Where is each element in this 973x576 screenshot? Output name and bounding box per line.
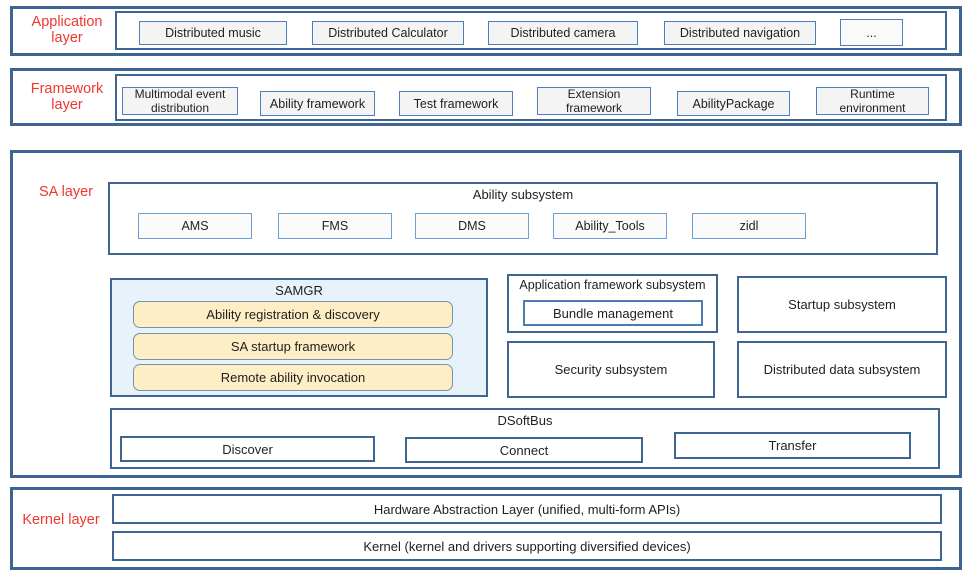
app-box-distributed-calculator: Distributed Calculator: [312, 21, 464, 45]
dsoftbus-box-transfer: Transfer: [674, 432, 911, 459]
kernel-layer-label: Kernel layer: [22, 512, 100, 528]
samgr-title: SAMGR: [275, 283, 323, 298]
samgr-frame: SAMGR Ability registration & discovery S…: [110, 278, 488, 397]
framework-inner-frame: Multimodal event distribution Ability fr…: [115, 74, 947, 121]
application-layer-label: Application layer: [31, 14, 103, 46]
samgr-box-remote-ability-invocation: Remote ability invocation: [133, 364, 453, 391]
framework-layer-label: Framework layer: [30, 81, 104, 113]
fw-box-multimodal-event-distribution: Multimodal event distribution: [122, 87, 238, 115]
app-box-distributed-music: Distributed music: [139, 21, 287, 45]
sa-box-zidl: zidl: [692, 213, 806, 239]
samgr-box-ability-registration-discovery: Ability registration & discovery: [133, 301, 453, 328]
sa-layer-label: SA layer: [39, 184, 93, 200]
sa-box-ams: AMS: [138, 213, 252, 239]
fw-box-extension-framework: Extension framework: [537, 87, 651, 115]
dsoftbus-title: DSoftBus: [497, 413, 553, 428]
kernel-layer: Kernel layer Hardware Abstraction Layer …: [10, 487, 962, 570]
fw-box-runtime-environment: Runtime environment: [816, 87, 929, 115]
sa-layer: SA layer Ability subsystem AMS FMS DMS A…: [10, 150, 962, 478]
sa-box-bundle-management: Bundle management: [523, 300, 703, 326]
fw-box-test-framework: Test framework: [399, 91, 513, 116]
dsoftbus-box-connect: Connect: [405, 437, 643, 463]
dsoftbus-frame: DSoftBus Discover Connect Transfer: [110, 408, 940, 469]
samgr-box-sa-startup-framework: SA startup framework: [133, 333, 453, 360]
fw-box-ability-framework: Ability framework: [260, 91, 375, 116]
kernel-box-hal: Hardware Abstraction Layer (unified, mul…: [112, 494, 942, 524]
framework-layer: Framework layer Multimodal event distrib…: [10, 68, 962, 126]
sa-box-fms: FMS: [278, 213, 392, 239]
sa-box-ability-tools: Ability_Tools: [553, 213, 667, 239]
distributed-data-subsystem-box: Distributed data subsystem: [737, 341, 947, 398]
app-box-ellipsis: ...: [840, 19, 903, 46]
app-box-distributed-navigation: Distributed navigation: [664, 21, 816, 45]
ability-subsystem-frame: Ability subsystem AMS FMS DMS Ability_To…: [108, 182, 938, 255]
sa-box-dms: DMS: [415, 213, 529, 239]
application-framework-subsystem-title: Application framework subsystem: [519, 278, 706, 292]
application-framework-subsystem-frame: Application framework subsystem Bundle m…: [507, 274, 718, 333]
app-box-distributed-camera: Distributed camera: [488, 21, 638, 45]
application-inner-frame: Distributed music Distributed Calculator…: [115, 11, 947, 50]
ability-subsystem-title: Ability subsystem: [472, 187, 574, 202]
kernel-box-kernel: Kernel (kernel and drivers supporting di…: [112, 531, 942, 561]
startup-subsystem-box: Startup subsystem: [737, 276, 947, 333]
dsoftbus-box-discover: Discover: [120, 436, 375, 462]
fw-box-ability-package: AbilityPackage: [677, 91, 790, 116]
security-subsystem-box: Security subsystem: [507, 341, 715, 398]
application-layer: Application layer Distributed music Dist…: [10, 6, 962, 56]
